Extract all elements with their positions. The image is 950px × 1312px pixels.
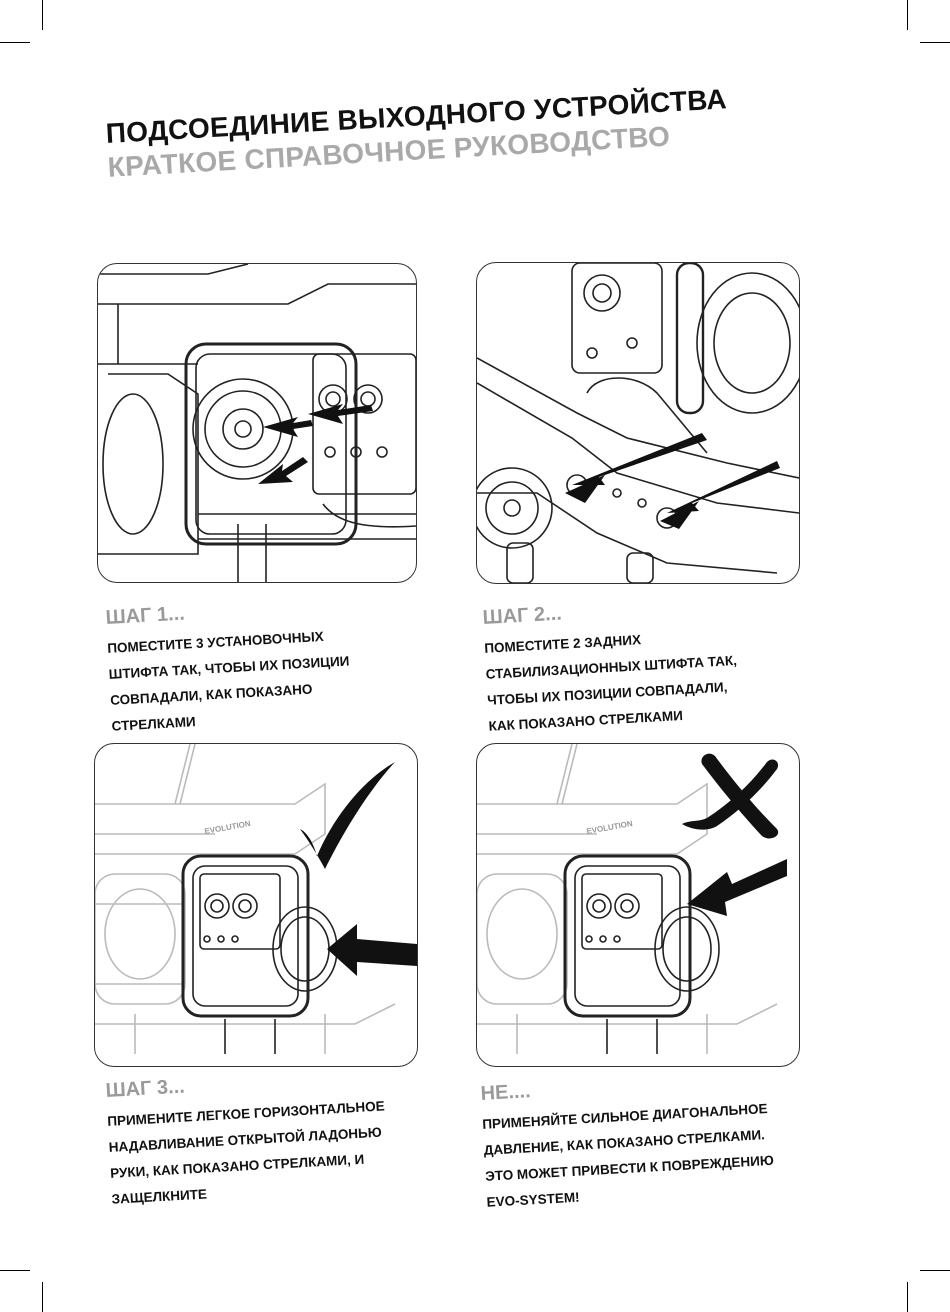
- crop-mark: [907, 0, 908, 30]
- wrong-push-drawing: EVOLUTION: [477, 744, 787, 1054]
- step-1-caption: ШАГ 1... ПОМЕСТИТЕ 3 УСТАНОВОЧНЫХ ШТИФТА…: [105, 594, 353, 740]
- step-2-illustration: [476, 262, 800, 584]
- generator-pins-drawing: [98, 264, 416, 582]
- step-3-caption: ШАГ 3... ПРИМЕНИТЕ ЛЕГКОЕ ГОРИЗОНТАЛЬНОЕ…: [105, 1064, 390, 1212]
- cross-icon: [682, 753, 779, 839]
- correct-push-drawing: EVOLUTION: [95, 744, 417, 1054]
- crop-mark: [42, 1282, 43, 1312]
- crop-mark: [907, 1282, 908, 1312]
- crop-mark: [920, 42, 950, 43]
- arrow-icon: [687, 859, 787, 916]
- generator-rear-pins-drawing: [477, 263, 799, 583]
- crop-mark: [0, 1270, 30, 1271]
- checkmark-icon: [300, 762, 395, 869]
- step-1-illustration: [97, 263, 417, 583]
- step-2-caption: ШАГ 2... ПОМЕСТИТЕ 2 ЗАДНИХ СТАБИЛИЗАЦИО…: [482, 593, 740, 740]
- step-3-illustration: EVOLUTION: [94, 743, 418, 1067]
- crop-mark: [0, 42, 30, 43]
- crop-mark: [920, 1270, 950, 1271]
- dont-illustration: EVOLUTION: [476, 743, 800, 1067]
- page-header: ПОДСОЕДИНИЕ ВЫХОДНОГО УСТРОЙСТВА КРАТКОЕ…: [105, 78, 828, 184]
- brand-label: EVOLUTION: [586, 819, 634, 836]
- dont-caption: НЕ.... ПРИМЕНЯЙТЕ СИЛЬНОЕ ДИАГОНАЛЬНОЕ Д…: [480, 1067, 776, 1216]
- crop-mark: [42, 0, 43, 30]
- arrow-icon: [327, 924, 417, 976]
- brand-label: EVOLUTION: [204, 819, 252, 836]
